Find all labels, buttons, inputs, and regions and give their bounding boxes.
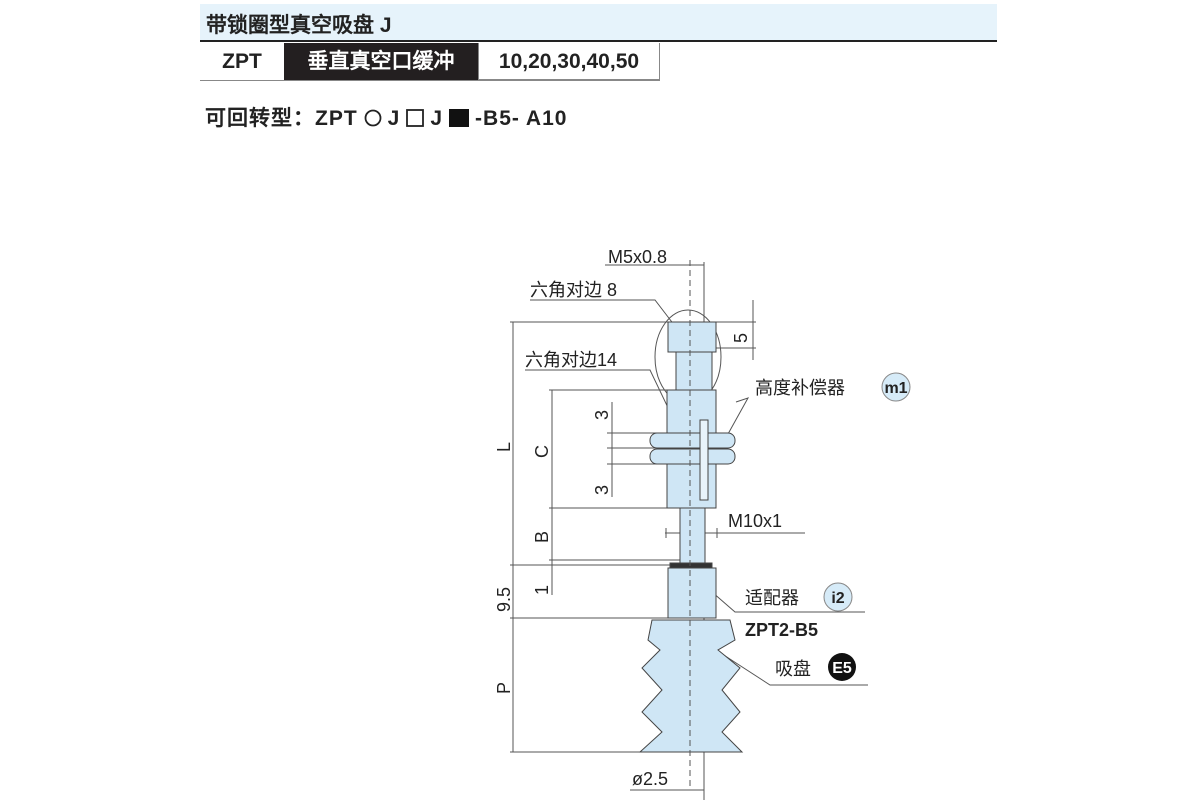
dim-L: L — [494, 442, 514, 452]
hex14-label: 六角对边14 — [525, 350, 617, 370]
adapter-body — [667, 567, 717, 619]
type-cell: 垂直真空口缓冲 — [284, 43, 478, 80]
piston-rod — [679, 507, 706, 564]
upper-shaft — [675, 351, 713, 391]
compensator-label: 高度补偿器 — [755, 378, 845, 398]
compensator-badge-icon — [881, 372, 911, 402]
dim-C: C — [532, 445, 552, 458]
hex8-label: 六角对边 8 — [530, 280, 617, 300]
pad-badge-icon — [828, 653, 856, 681]
thread-top-label: M5x0.8 — [608, 247, 667, 267]
dim-1: 1 — [532, 585, 552, 595]
dim-3-upper: 3 — [592, 410, 612, 420]
order-j2: J — [430, 107, 444, 130]
lock-nut-2 — [649, 448, 736, 465]
spring — [699, 419, 709, 501]
section-header: 带锁圈型真空吸盘 J — [200, 4, 997, 42]
order-j1: J — [387, 107, 401, 130]
adapter-badge-icon — [823, 582, 853, 612]
bellows-pad — [638, 619, 744, 753]
dim-P: P — [494, 682, 514, 694]
adapter-badge: i2 — [831, 590, 844, 607]
dim-B: B — [532, 531, 552, 543]
order-code: 可回转型：ZPT J J -B5- A10 — [205, 102, 567, 133]
bore-label: ø2.5 — [632, 769, 668, 789]
adapter-model-label: ZPT2-B5 — [745, 620, 818, 640]
drawing-labels: M5x0.8 六角对边 8 六角对边14 5 L C 3 3 B 1 9.5 P… — [494, 247, 911, 789]
compensator-badge: m1 — [884, 380, 907, 397]
square-placeholder-icon — [406, 109, 425, 133]
circle-placeholder-icon — [364, 109, 382, 133]
pad-badge: E5 — [832, 660, 852, 677]
seal-ring — [669, 562, 713, 569]
order-prefix: 可回转型：ZPT — [205, 107, 358, 130]
order-suffix: -B5- A10 — [475, 107, 568, 130]
dim-5: 5 — [731, 333, 751, 343]
lock-nut-1 — [649, 432, 736, 449]
vacuum-pad-assembly — [638, 321, 744, 753]
dim-3-lower: 3 — [592, 485, 612, 495]
spec-row: ZPT 垂直真空口缓冲 10,20,30,40,50 — [200, 43, 660, 81]
thread-body-label: M10x1 — [728, 511, 782, 531]
top-hex-nut — [667, 321, 717, 353]
strokes-cell: 10,20,30,40,50 — [478, 43, 660, 80]
adapter-label: 适配器 — [745, 588, 799, 608]
pad-label: 吸盘 — [775, 659, 811, 679]
section-title: 带锁圈型真空吸盘 J — [206, 14, 392, 37]
series-cell: ZPT — [222, 50, 262, 73]
filled-square-placeholder-icon — [449, 109, 470, 133]
dim-9-5: 9.5 — [494, 587, 514, 612]
